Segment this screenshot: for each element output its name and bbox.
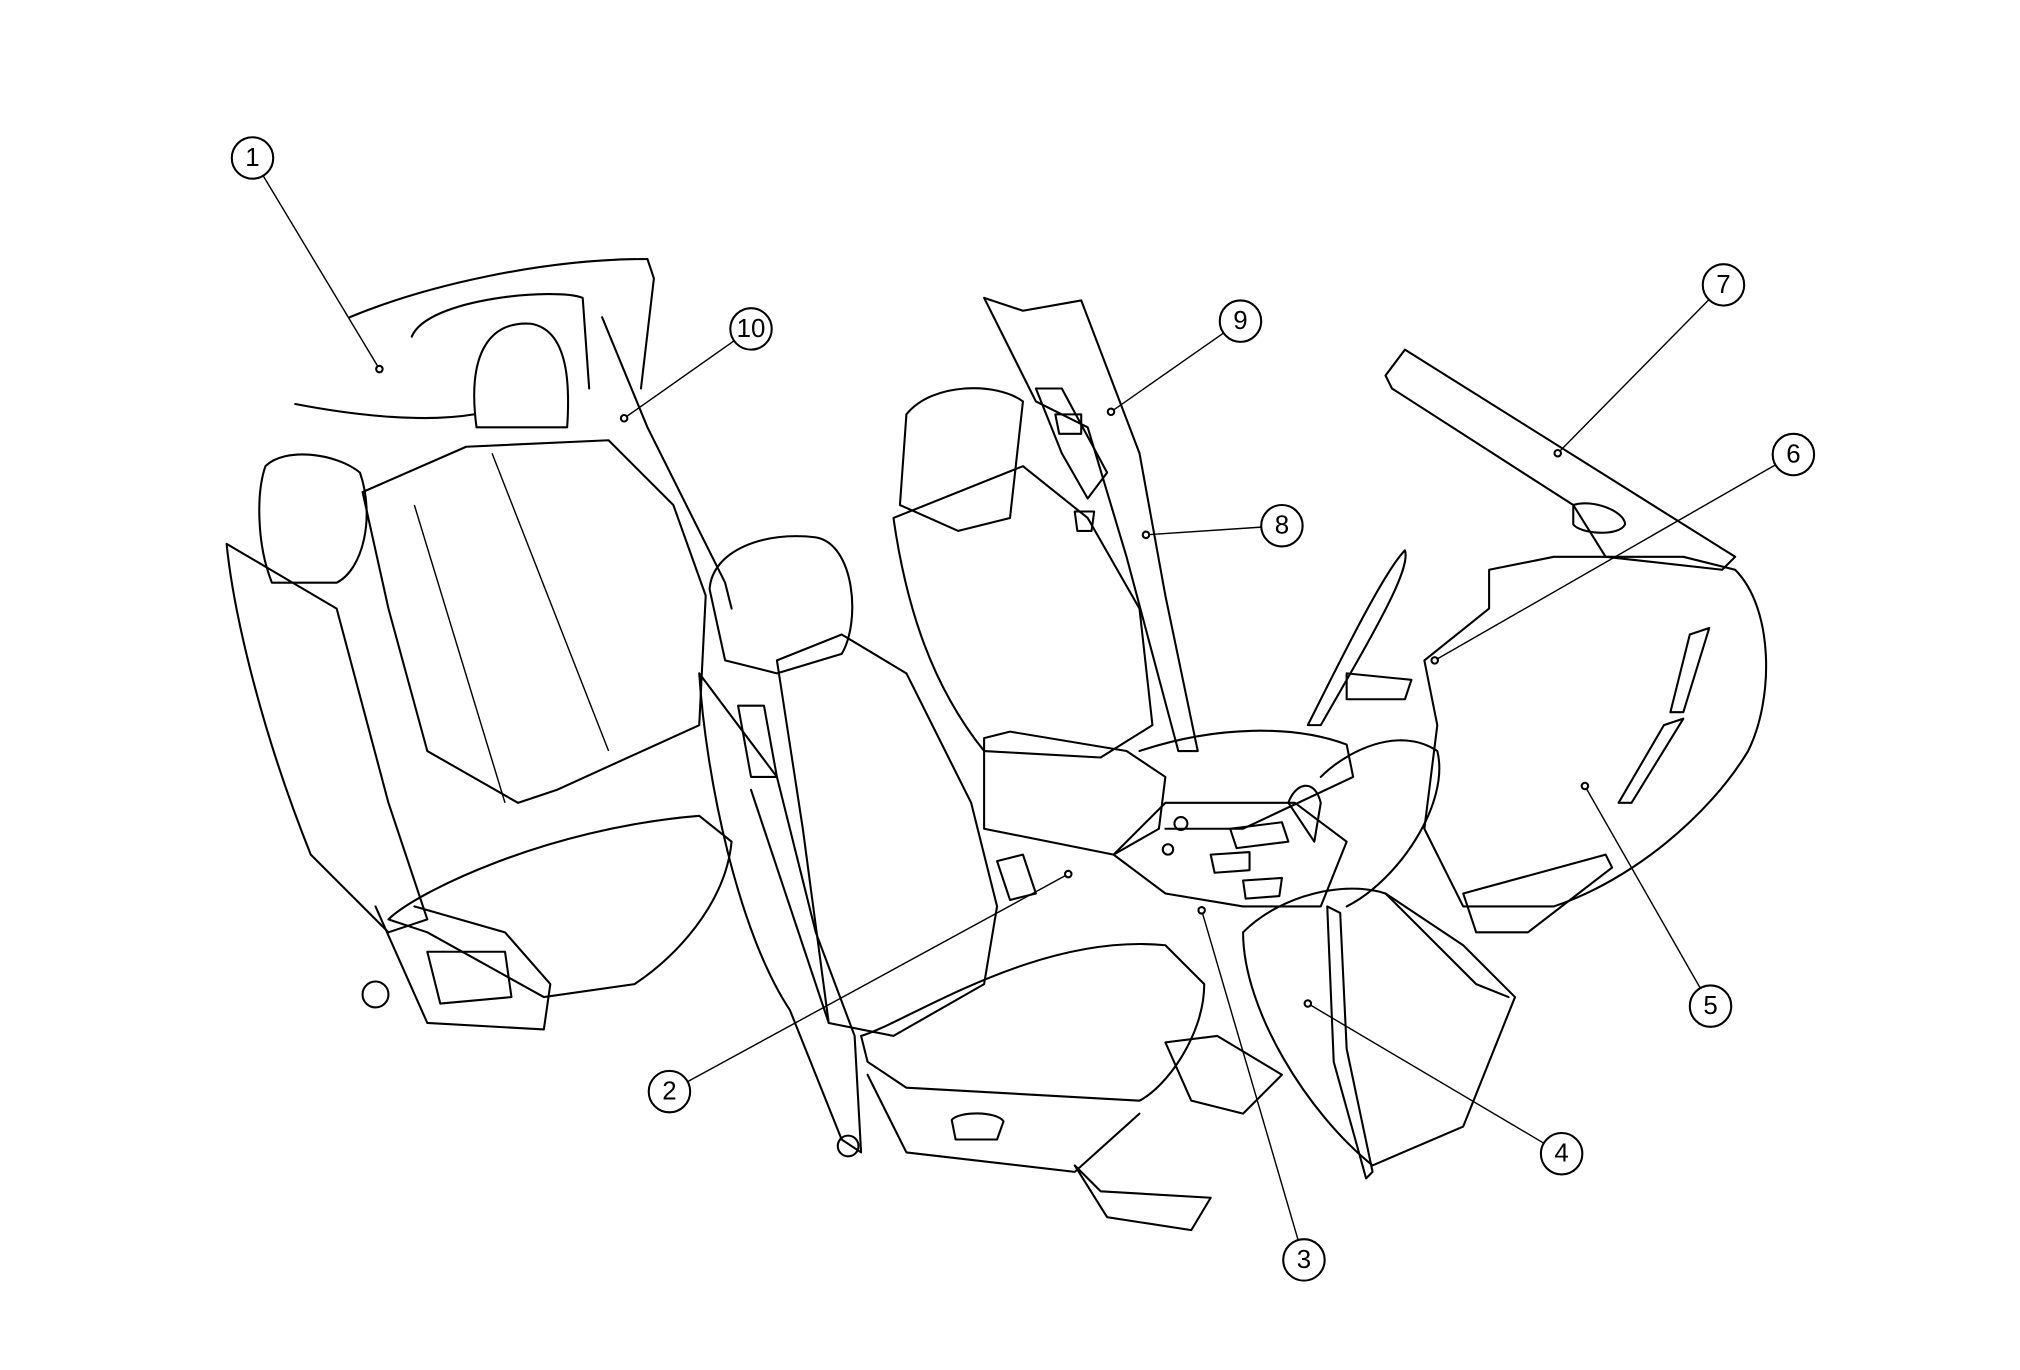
callout-6: 6: [1430, 432, 1816, 665]
leader-dot: [1553, 448, 1563, 458]
callout-circle: [729, 307, 773, 351]
leader-line: [623, 340, 735, 419]
callout-number: 4: [1554, 1140, 1568, 1168]
rear-seat-drawing: [225, 257, 733, 1031]
leader-line: [1110, 332, 1224, 413]
callout-9: 9: [1106, 299, 1263, 417]
callout-1: 1: [230, 136, 384, 374]
leader-dot: [1580, 781, 1590, 791]
leader-dot: [1106, 407, 1116, 417]
leader-line: [1145, 526, 1262, 536]
callout-8: 8: [1141, 503, 1304, 548]
instrument-panel-drawing: [1306, 348, 1768, 908]
leader-dot: [1430, 656, 1439, 665]
leader-line: [1434, 464, 1776, 662]
leader-line: [1307, 1002, 1545, 1144]
callout-circle: [1539, 1131, 1584, 1176]
callout-circle: [1218, 299, 1263, 343]
leader-dot: [619, 413, 629, 423]
door-trim-drawing: [1242, 853, 1614, 1180]
callout-circle: [1771, 432, 1816, 477]
callout-number: 6: [1786, 441, 1800, 469]
callout-5: 5: [1580, 781, 1733, 1028]
leader-dot: [1303, 999, 1313, 1008]
rear-floor-drawing: [996, 853, 1283, 1115]
callout-circle: [1282, 1238, 1326, 1282]
leader-dot: [1197, 906, 1206, 915]
callout-circle: [1260, 503, 1304, 548]
callout-10: 10: [619, 307, 773, 423]
leader-dot: [375, 364, 384, 374]
callout-circle: [1688, 984, 1733, 1028]
callout-circle: [230, 136, 275, 180]
callout-circle: [1701, 263, 1746, 307]
callout-number: 7: [1716, 271, 1730, 299]
callout-7: 7: [1553, 263, 1746, 458]
leader-dot: [1063, 869, 1073, 879]
leader-line: [687, 873, 1069, 1083]
callout-number: 10: [737, 315, 766, 343]
leader-line: [262, 175, 381, 370]
leader-line: [1584, 785, 1701, 989]
callout-number: 8: [1275, 512, 1289, 540]
callout-number: 5: [1703, 992, 1717, 1020]
center-console-drawing: [1112, 784, 1348, 908]
leader-line: [1557, 299, 1710, 454]
callout-number: 1: [245, 144, 259, 172]
front-passenger-seat-drawing: [698, 535, 1212, 1232]
callout-circle: [647, 1069, 692, 1114]
callout-number: 3: [1297, 1246, 1311, 1274]
callout-2: 2: [647, 869, 1073, 1114]
b-pillar-drawing: [983, 296, 1199, 753]
leader-line: [1200, 910, 1299, 1241]
callout-number: 2: [662, 1078, 676, 1106]
leader-dot: [1141, 530, 1151, 540]
callout-3: 3: [1197, 906, 1326, 1282]
callout-4: 4: [1303, 999, 1584, 1176]
callout-number: 9: [1233, 307, 1247, 335]
